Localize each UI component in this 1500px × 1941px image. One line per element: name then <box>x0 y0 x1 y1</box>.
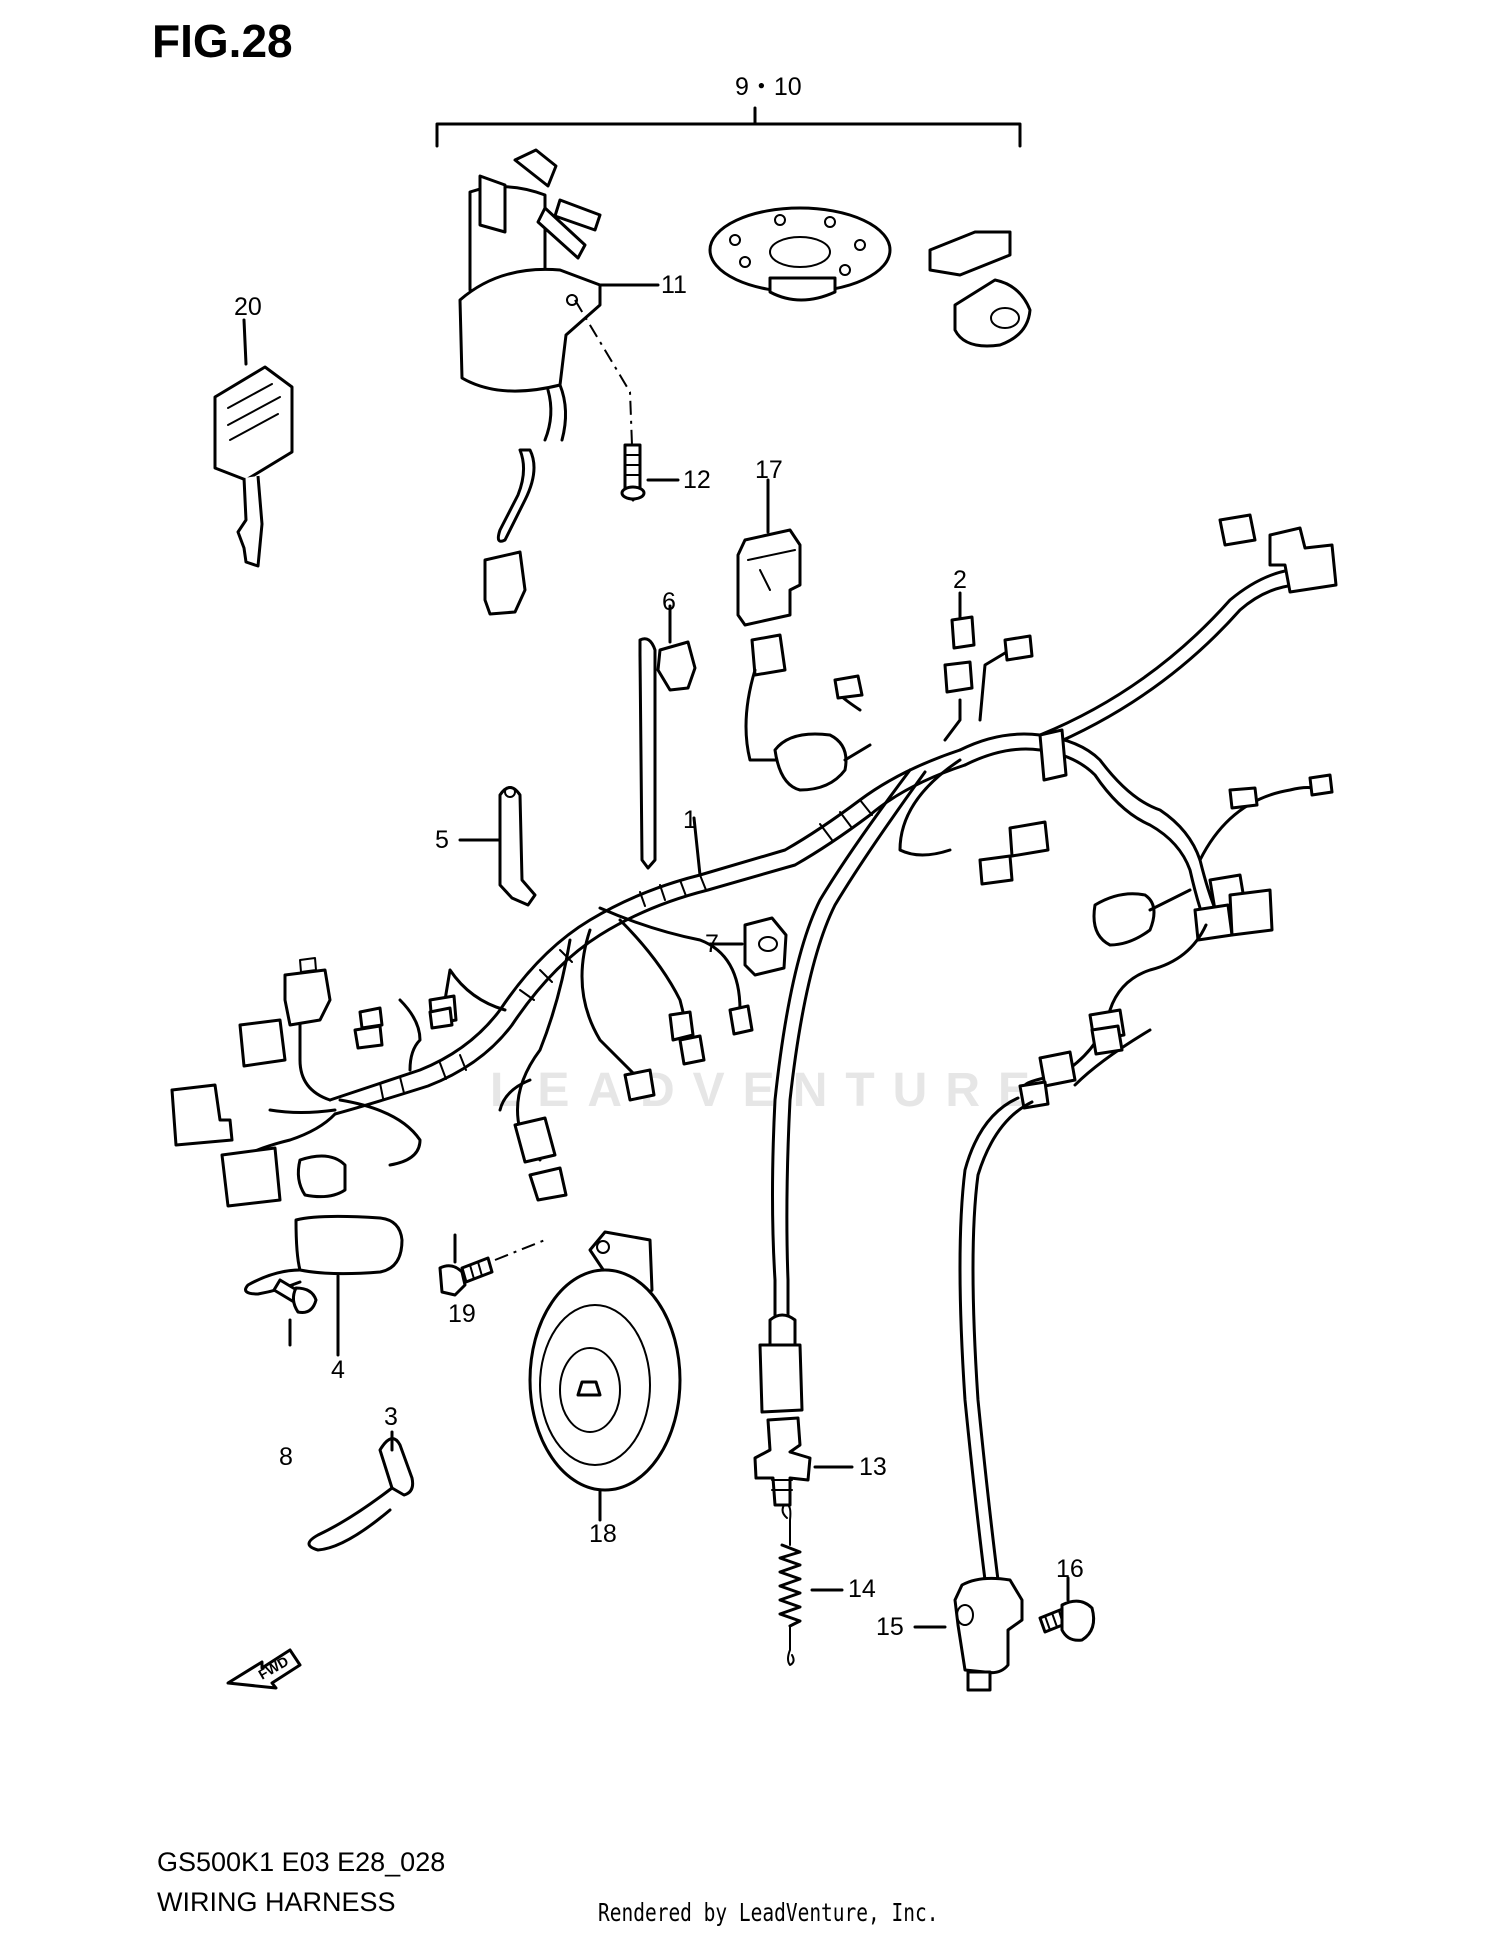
callout-14: 14 <box>848 1575 876 1603</box>
callout-20: 20 <box>234 293 262 321</box>
callout-13: 13 <box>859 1453 887 1481</box>
clip-part-7 <box>708 916 788 977</box>
lock-set-bracket <box>435 106 1022 148</box>
callout-15: 15 <box>876 1613 904 1641</box>
model-code: GS500K1 E03 E28_028 <box>157 1847 446 1877</box>
spring-part-14 <box>778 1503 844 1666</box>
callout-2: 2 <box>953 566 967 594</box>
callout-9-10: 9・10 <box>735 73 802 101</box>
clamp-part-4 <box>244 1214 404 1357</box>
callout-16: 16 <box>1056 1555 1084 1583</box>
callout-19: 19 <box>448 1300 476 1328</box>
leadventure-watermark: LEADVENTURE <box>490 1064 1049 1117</box>
callout-5: 5 <box>435 826 449 854</box>
section-title: WIRING HARNESS <box>157 1887 396 1917</box>
clamp-part-3 <box>307 1430 415 1552</box>
cable-tie-part-6 <box>638 604 697 870</box>
sidestand-switch-part-15 <box>913 1024 1152 1692</box>
relay-part-2 <box>950 591 976 650</box>
clamp-part-5 <box>458 786 537 907</box>
brake-switch-part-13 <box>753 768 927 1507</box>
render-credit: Rendered by LeadVenture, Inc. <box>598 1898 939 1927</box>
horn-part-18 <box>528 1230 682 1522</box>
seat-lock-part <box>928 230 1032 348</box>
key-part-20 <box>213 318 294 568</box>
bolt-part-16 <box>1038 1576 1096 1642</box>
callout-8: 8 <box>279 1443 293 1471</box>
screw-part-12 <box>620 443 680 502</box>
figure-title: FIG.28 <box>152 15 293 67</box>
callout-12: 12 <box>683 466 711 494</box>
relay-part-17 <box>736 478 802 677</box>
callout-17: 17 <box>755 456 783 484</box>
ignition-switch-part-11 <box>458 148 660 616</box>
callout-7: 7 <box>705 930 719 958</box>
callout-18: 18 <box>589 1520 617 1548</box>
bolt-part-8 <box>272 1278 318 1347</box>
callout-11: 11 <box>661 271 687 299</box>
bolt-part-19 <box>438 1233 546 1297</box>
callout-6: 6 <box>662 588 676 616</box>
fwd-arrow-icon: FWD <box>226 1648 302 1690</box>
callout-4: 4 <box>331 1356 345 1384</box>
callout-3: 3 <box>384 1403 398 1431</box>
fuel-cap-part <box>708 206 892 302</box>
main-harness-part-1 <box>170 513 1338 1208</box>
callout-1: 1 <box>683 806 697 834</box>
